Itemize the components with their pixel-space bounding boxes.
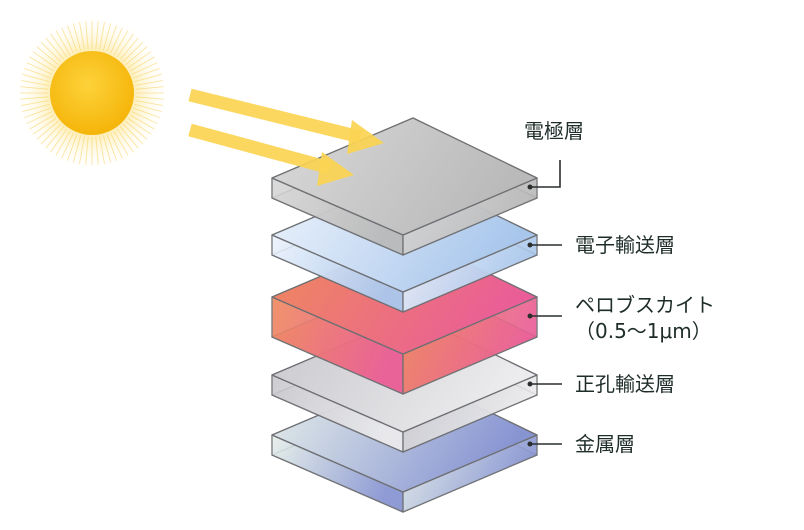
sun-ray — [29, 56, 55, 72]
sun-ray — [110, 27, 123, 54]
sun-ray — [55, 30, 71, 56]
leader-dot — [527, 313, 533, 319]
label-perovskite: ペロブスカイト （0.5〜1μm） — [527, 293, 715, 343]
sun-ray — [127, 117, 152, 135]
sun-ray — [22, 73, 50, 82]
sun-ray — [72, 135, 81, 163]
sun-ray — [113, 130, 129, 156]
sun-ray — [55, 130, 71, 156]
sun-ray — [20, 96, 49, 100]
sun-ray — [79, 22, 85, 50]
sun-ray — [95, 21, 99, 50]
sun-disc — [50, 51, 134, 135]
sun-ray — [72, 23, 81, 51]
sun-ray — [103, 23, 112, 51]
sun-ray — [26, 111, 53, 124]
sun-ray — [119, 126, 139, 149]
sun-ray — [135, 100, 163, 106]
sun-ray — [36, 120, 59, 140]
sun-ray — [22, 104, 50, 113]
sun-ray — [40, 41, 62, 63]
sun-ray — [134, 73, 162, 82]
layer-stack — [271, 117, 538, 513]
sun-ray — [106, 134, 118, 161]
sun-ray — [116, 33, 134, 58]
label-etl: 電子輸送層 — [527, 233, 675, 257]
sun-ray — [113, 30, 129, 56]
label-metal: 金属層 — [527, 432, 635, 456]
sun-ray — [127, 51, 152, 69]
leader-dot — [527, 441, 533, 447]
metal-label: 金属層 — [575, 432, 635, 456]
sun-ray — [99, 22, 105, 50]
sun-ray — [129, 114, 155, 130]
sun-ray — [135, 80, 163, 86]
sun — [14, 15, 170, 171]
electron-transport-label: 電子輸送層 — [575, 233, 675, 257]
sun-ray — [125, 46, 148, 66]
light-arrows — [188, 88, 384, 186]
sun-ray — [135, 86, 164, 90]
sun-ray — [131, 111, 158, 124]
leader-dot — [527, 381, 533, 387]
sun-ray — [61, 132, 74, 159]
sun-ray — [99, 136, 105, 164]
sun-ray — [21, 80, 49, 86]
label-htl: 正孔輸送層 — [527, 372, 675, 396]
sun-ray — [106, 25, 118, 52]
sun-ray — [24, 107, 51, 119]
top-face — [271, 117, 538, 236]
leader-dot — [527, 242, 533, 248]
sun-ray — [122, 41, 144, 63]
sun-ray — [61, 27, 74, 54]
sun-ray — [129, 56, 155, 72]
sun-ray — [26, 62, 53, 75]
sun-ray — [66, 25, 78, 52]
label-electrode: 電極層 — [524, 119, 584, 190]
sun-ray — [85, 21, 89, 50]
sun-ray — [45, 126, 65, 149]
hole-transport-label: 正孔輸送層 — [575, 372, 675, 396]
sun-ray — [20, 86, 49, 90]
sun-ray — [134, 104, 162, 113]
sun-ray — [36, 46, 59, 66]
sun-ray — [24, 67, 51, 79]
electrode-leader-line — [530, 160, 561, 188]
sun-ray — [32, 117, 57, 135]
perovskite-label: ペロブスカイト — [575, 293, 715, 317]
sun-ray — [131, 62, 158, 75]
electrode-layer — [271, 117, 538, 256]
sun-ray — [133, 107, 160, 119]
sun-ray — [29, 114, 55, 130]
sun-ray — [110, 132, 123, 159]
sun-ray — [50, 128, 68, 153]
sun-ray — [85, 136, 89, 165]
sun-ray — [66, 134, 78, 161]
sun-ray — [21, 100, 49, 106]
electrode-label: 電極層 — [524, 119, 584, 143]
sun-ray — [116, 128, 134, 153]
leader-dot — [527, 184, 533, 190]
sun-ray — [95, 136, 99, 165]
sun-ray — [135, 96, 164, 100]
light-arrow-1 — [188, 88, 384, 154]
sun-ray — [32, 51, 57, 69]
perovskite-thickness-label: （0.5〜1μm） — [575, 319, 712, 343]
sun-ray — [40, 123, 62, 145]
sun-ray — [103, 135, 112, 163]
sun-ray — [133, 67, 160, 79]
light-arrow-2 — [188, 123, 354, 186]
sun-ray — [45, 37, 65, 60]
sun-ray — [119, 37, 139, 60]
sun-rays — [20, 21, 164, 165]
sun-ray — [122, 123, 144, 145]
sun-ray — [50, 33, 68, 58]
sun-ray — [79, 136, 85, 164]
sun-ray — [125, 120, 148, 140]
